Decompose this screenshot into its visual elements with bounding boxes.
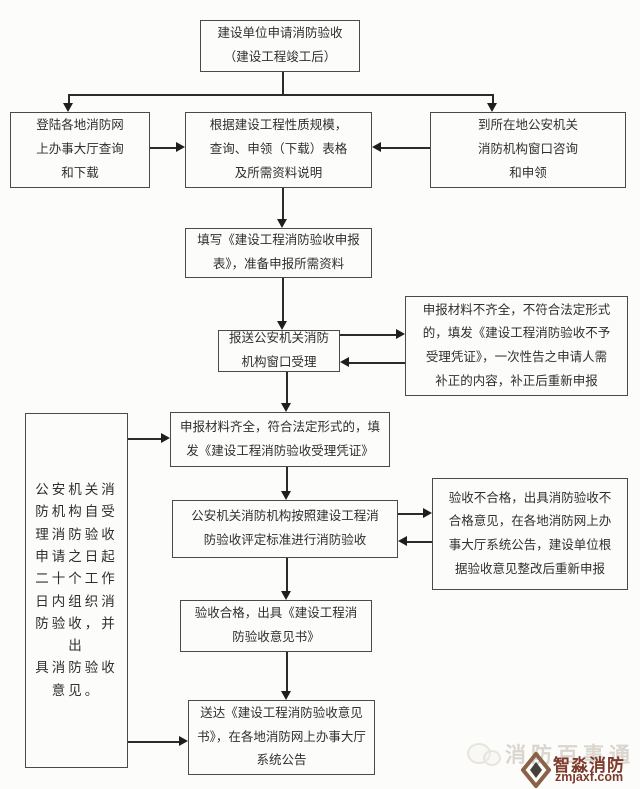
connector-duty-to-complete (128, 438, 162, 440)
connector-online-to-form (150, 147, 177, 149)
brand-diamond-icon (520, 750, 552, 789)
arrowhead-left-icon (340, 357, 349, 367)
arrowhead-down-icon (281, 403, 291, 412)
node-online-portal-label: 登陆各地消防网 上办事大厅查询 和下载 (36, 118, 124, 180)
node-duty-timeline: 公安机关消 防机构自受 理消防验收 申请之日起 二十个工作 日内组织消 防验收，… (25, 413, 128, 768)
node-window-inquiry: 到所在地公安机关 消防机构窗口咨询 和申领 (430, 112, 626, 188)
node-form-info-label: 根据建设工程性质规模， 查询、申领（下载）表格 及所需资料说明 (209, 118, 348, 180)
node-deliver-opinion-label: 送达《建设工程消防验收意见 书》，在各地消防网上办事大厅 系统公告 (197, 705, 366, 768)
connector-branch-left-drop (68, 94, 70, 104)
node-form-info: 根据建设工程性质规模， 查询、申领（下载）表格 及所需资料说明 (185, 112, 372, 188)
arrowhead-down-icon (63, 103, 73, 112)
brand-url: zmjaxf.com (555, 770, 624, 784)
connector-duty-to-deliver (128, 741, 180, 743)
arrowhead-down-icon (281, 691, 291, 700)
node-inspection-fail-label: 验收不合格，出具消防验收不 合格意见，在各地消防网上办 事大厅系统公告，建设单位… (448, 490, 612, 576)
connector-fail-to-inspect (407, 541, 432, 543)
node-submit-window: 报送公安机关消防 机构窗口受理 (218, 330, 340, 372)
connector-window-to-form (381, 147, 430, 149)
connector-complete-to-inspect (286, 467, 288, 492)
node-materials-incomplete: 申报材料不齐全，不符合法定形式 的，填发《建设工程消防验收不予 受理凭证》，一次… (405, 296, 628, 396)
connector-inspect-to-pass (286, 558, 288, 592)
node-inspection-fail: 验收不合格，出具消防验收不 合格意见，在各地消防网上办 事大厅系统公告，建设单位… (432, 478, 628, 590)
connector-inspect-to-fail (398, 513, 424, 515)
wechat-ghost-icon (467, 741, 503, 769)
node-apply-acceptance: 建设单位申请消防验收 （建设工程竣工后） (200, 20, 360, 72)
brand-name: 智淼消防 (553, 756, 625, 775)
arrowhead-right-icon (176, 142, 185, 152)
connector-top-stem (282, 72, 284, 94)
connector-branch (68, 94, 492, 96)
node-apply-acceptance-label: 建设单位申请消防验收 （建设工程竣工后） (217, 26, 343, 64)
arrowhead-right-icon (396, 329, 405, 339)
node-online-portal: 登陆各地消防网 上办事大厅查询 和下载 (10, 112, 150, 188)
arrowhead-left-icon (398, 536, 407, 546)
connector-form-to-fill (282, 188, 284, 220)
node-submit-window-label: 报送公安机关消防 机构窗口受理 (228, 331, 329, 369)
arrowhead-left-icon (372, 142, 381, 152)
node-inspection-pass: 验收合格，出具《建设工程消 防验收意见书》 (180, 600, 372, 652)
arrowhead-down-icon (281, 591, 291, 600)
connector-submit-to-incomplete (340, 334, 397, 336)
arrowhead-right-icon (179, 736, 188, 746)
node-inspection-pass-label: 验收合格，出具《建设工程消 防验收意见书》 (194, 606, 358, 644)
arrowhead-down-icon (277, 321, 287, 330)
node-materials-incomplete-label: 申报材料不齐全，不符合法定形式 的，填发《建设工程消防验收不予 受理凭证》，一次… (422, 302, 611, 388)
node-materials-complete: 申报材料齐全，符合法定形式的，填 发《建设工程消防验收受理凭证》 (170, 412, 390, 467)
arrowhead-down-icon (281, 491, 291, 500)
watermark-ghost-text: 消防百事通 (505, 743, 635, 767)
arrowhead-down-icon (487, 103, 497, 112)
node-fill-application: 填写《建设工程消防验收申报 表》，准备申报所需资料 (185, 228, 372, 278)
arrowhead-right-icon (161, 433, 170, 443)
node-inspection: 公安机关消防机构按照建设工程消 防验收评定标准进行消防验收 (172, 500, 398, 558)
watermark: 消防百事通 智淼消防 zmjaxf.com (465, 729, 640, 789)
connector-branch-right-drop (492, 94, 494, 104)
node-duty-timeline-label: 公安机关消 防机构自受 理消防验收 申请之日起 二十个工作 日内组织消 防验收，… (35, 482, 118, 698)
connector-fill-to-submit (282, 278, 284, 322)
connector-incomplete-to-submit (349, 362, 405, 364)
node-window-inquiry-label: 到所在地公安机关 消防机构窗口咨询 和申领 (477, 118, 578, 180)
node-fill-application-label: 填写《建设工程消防验收申报 表》，准备申报所需资料 (197, 233, 360, 271)
arrowhead-down-icon (277, 219, 287, 228)
node-deliver-opinion: 送达《建设工程消防验收意见 书》，在各地消防网上办事大厅 系统公告 (188, 700, 375, 775)
node-materials-complete-label: 申报材料齐全，符合法定形式的，填 发《建设工程消防验收受理凭证》 (179, 419, 380, 458)
connector-pass-to-deliver (286, 652, 288, 692)
arrowhead-right-icon (423, 508, 432, 518)
connector-submit-to-complete (286, 372, 288, 404)
node-inspection-label: 公安机关消防机构按照建设工程消 防验收评定标准进行消防验收 (191, 509, 379, 547)
